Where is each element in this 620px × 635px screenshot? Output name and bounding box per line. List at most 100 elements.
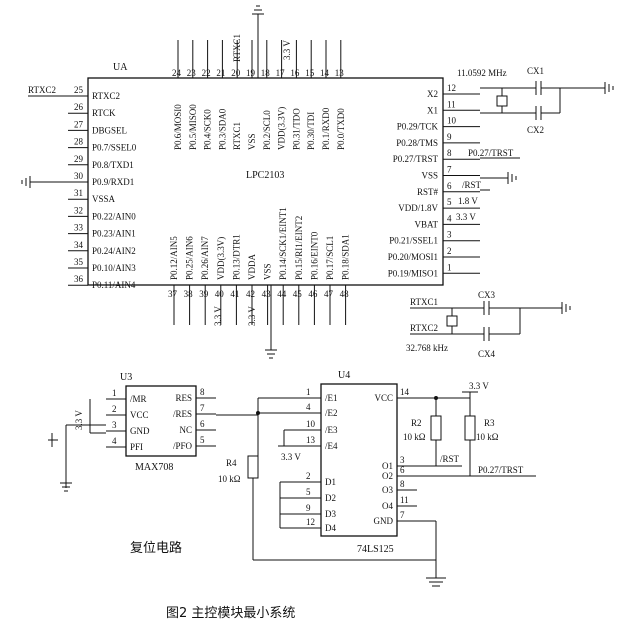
u4-wiring xyxy=(252,391,536,587)
crystal2-circuit xyxy=(410,301,571,341)
pin-number: 32 xyxy=(74,205,83,215)
pin-name: /PFO xyxy=(173,441,193,451)
ground-symbol-top xyxy=(252,5,264,15)
pin-number: 18 xyxy=(261,68,271,78)
pin-number: 9 xyxy=(447,132,452,142)
pin-number: 35 xyxy=(74,257,84,267)
pin-name: X2 xyxy=(427,89,438,99)
pin-name: P0.7/SSEL0 xyxy=(92,143,137,153)
u3-supply-circuit xyxy=(48,399,106,492)
pin-number: 3 xyxy=(112,420,117,430)
pin-name: VSS xyxy=(263,263,273,280)
pin-number: 2 xyxy=(306,471,311,481)
r4-ref: R4 xyxy=(226,458,237,468)
ua-ref: UA xyxy=(113,62,128,73)
pin-name: VDD(3.3V) xyxy=(216,237,226,280)
pin-name: PFI xyxy=(130,442,143,452)
pin-name: P0.16/EINT0 xyxy=(309,231,319,280)
pin-number: 5 xyxy=(200,435,205,445)
pin-number: 29 xyxy=(74,154,84,164)
pin-number: 22 xyxy=(202,68,211,78)
u3-part-number: MAX708 xyxy=(135,462,173,473)
pin-name: P0.0/TXD0 xyxy=(336,108,346,150)
pin-name: /E3 xyxy=(325,425,338,435)
crystal2-frequency: 32.768 kHz xyxy=(406,343,448,353)
pin-name: P0.17/SCL1 xyxy=(325,236,335,280)
crystal1-frequency: 11.0592 MHz xyxy=(457,68,507,78)
pin-number: 41 xyxy=(230,289,239,299)
pin-number: 8 xyxy=(400,479,405,489)
crystal2-cap-a: CX3 xyxy=(478,290,496,300)
pin-number: 17 xyxy=(276,68,286,78)
pin-name: /MR xyxy=(130,394,147,404)
pin-name: P0.9/RXD1 xyxy=(92,177,134,187)
pin-name: O2 xyxy=(382,471,393,481)
pin-name: P0.12/AIN5 xyxy=(169,236,179,280)
crystal1-circuit xyxy=(480,81,614,120)
pin-number: 9 xyxy=(306,503,311,513)
output-trst-label: P0.27/TRST xyxy=(478,465,524,475)
net-label-rtxc2: RTXC2 xyxy=(28,85,56,95)
pin-number: 26 xyxy=(74,102,84,112)
pin-name: VBAT xyxy=(414,219,438,229)
pin-name: RTXC2 xyxy=(92,91,120,101)
ua-top-pins: 24P0.6/MOSI023P0.5/MISO022P0.4/SCK021P0.… xyxy=(172,40,346,150)
pin-number: 38 xyxy=(184,289,194,299)
reset-signal-wire xyxy=(216,397,300,456)
net-label-rtxc1-top: RTXC1 xyxy=(232,34,242,62)
u4-part-number: 74LS125 xyxy=(357,544,394,555)
crystal2-cap-b: CX4 xyxy=(478,349,496,359)
pin-number: 12 xyxy=(306,517,315,527)
pin-number: 48 xyxy=(340,289,350,299)
reset-circuit-label: 复位电路 xyxy=(130,540,182,556)
pin-number: 24 xyxy=(172,68,182,78)
pin-number: 3 xyxy=(447,230,452,240)
pin-number: 4 xyxy=(306,402,311,412)
pin-name: O1 xyxy=(382,461,393,471)
pin-name: GND xyxy=(130,426,150,436)
pin-number: 13 xyxy=(335,68,345,78)
pin-number: 12 xyxy=(447,83,456,93)
pin-name: P0.2/SCL0 xyxy=(262,110,272,150)
pin-name: P0.31/TDO xyxy=(291,108,301,150)
pin-name: P0.29/TCK xyxy=(397,122,439,132)
r2-value: 10 kΩ xyxy=(403,432,426,442)
pin-name: P0.23/AIN1 xyxy=(92,229,136,239)
pin-name: NC xyxy=(179,425,192,435)
pin-number: 30 xyxy=(74,171,84,181)
net-label-trst: P0.27/TRST xyxy=(468,148,514,158)
u4-e-supply-label: 3.3 V xyxy=(281,452,301,462)
crystal1-cap-b: CX2 xyxy=(527,125,544,135)
pin-name: O4 xyxy=(382,501,393,511)
pin-number: 46 xyxy=(308,289,318,299)
pin-number: 31 xyxy=(74,188,83,198)
pin-name: P0.24/AIN2 xyxy=(92,246,136,256)
pin-name: P0.3/SDA0 xyxy=(217,108,227,150)
pin-name: P0.28/TMS xyxy=(396,138,438,148)
pin-number: 2 xyxy=(447,246,452,256)
pin-name: P0.4/SCK0 xyxy=(203,109,213,150)
pin-number: 2 xyxy=(112,404,117,414)
pin-name: RTCK xyxy=(92,108,116,118)
pin-number: 10 xyxy=(447,116,457,126)
pin-name: P0.5/MISO0 xyxy=(188,104,198,150)
pin-number: 42 xyxy=(246,289,255,299)
pin-number: 1 xyxy=(306,387,311,397)
r4-value: 10 kΩ xyxy=(218,474,241,484)
figure-caption: 图2 主控模块最小系统 xyxy=(166,606,295,621)
pin-number: 14 xyxy=(400,387,410,397)
r3-value: 10 kΩ xyxy=(476,432,499,442)
ground-symbol-right-vss xyxy=(507,172,517,184)
pin-number: 19 xyxy=(246,68,256,78)
pin-number: 23 xyxy=(187,68,197,78)
pin-name: O3 xyxy=(382,485,393,495)
pin-name: GND xyxy=(374,516,394,526)
pin-name: /E1 xyxy=(325,393,338,403)
u4-vcc-supply-label: 3.3 V xyxy=(469,381,489,391)
pin-name: RTXC1 xyxy=(232,122,242,150)
pin-number: 15 xyxy=(305,68,315,78)
